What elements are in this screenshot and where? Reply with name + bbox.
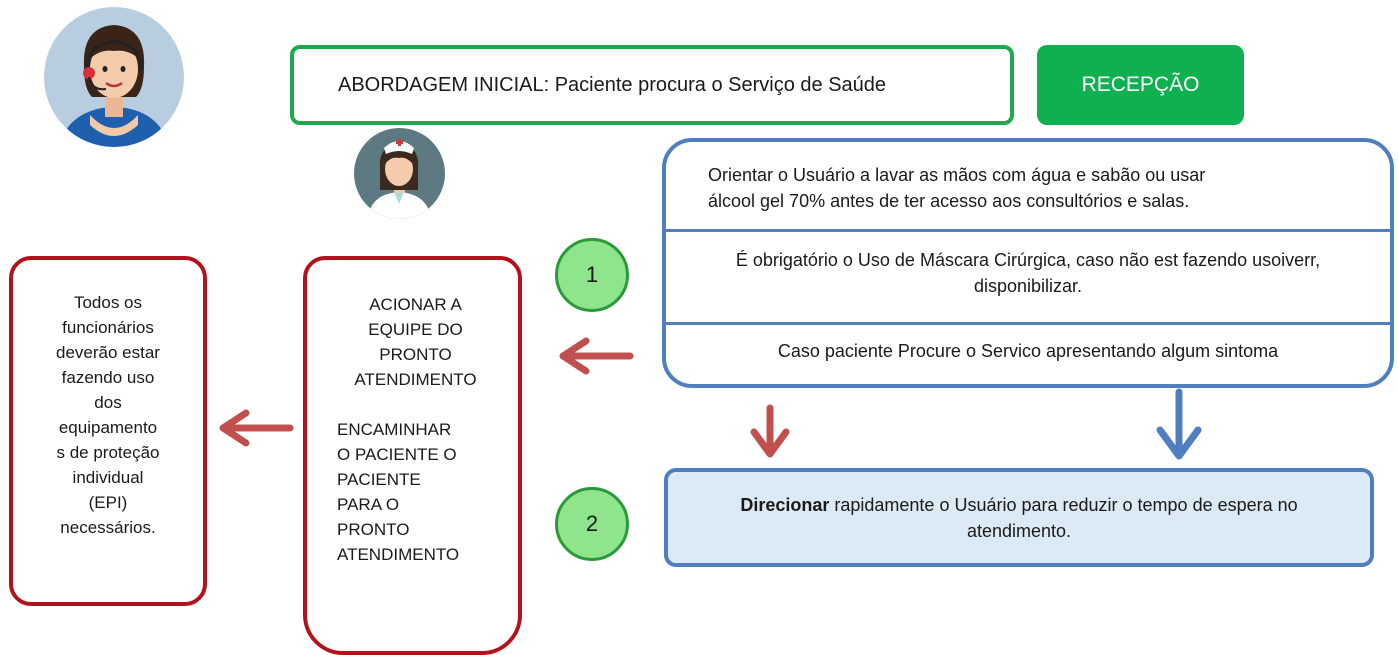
direct-bold: Direcionar: [740, 494, 830, 515]
encaminhar-line: PACIENTE: [337, 470, 421, 489]
todos-line: Todos os: [73, 293, 143, 312]
orientation-handwash: Orientar o Usuário a lavar as mãos com á…: [666, 162, 1390, 214]
receptionist-headset-icon: [44, 7, 184, 147]
orientation-line-1b: álcool gel 70% antes de ter acesso aos c…: [708, 191, 1190, 211]
arrow-left-to-acionar: [559, 337, 634, 375]
divider: [666, 229, 1390, 232]
acionar-line: EQUIPE DO: [368, 320, 463, 339]
direct-user-box: Direcionar rapidamente o Usuário para re…: [664, 468, 1374, 567]
todos-line: s de proteção: [56, 443, 160, 462]
arrow-down-blue: [1156, 388, 1202, 460]
nurse-icon: [354, 128, 445, 219]
encaminhar-line: PARA O: [337, 495, 400, 514]
orientation-box: Orientar o Usuário a lavar as mãos com á…: [662, 138, 1394, 388]
todos-line: necessários.: [60, 518, 156, 537]
orientation-symptoms: Caso paciente Procure o Servico apresent…: [777, 341, 1279, 361]
direct-text: Direcionar rapidamente o Usuário para re…: [708, 492, 1330, 544]
todos-line: dos: [94, 393, 122, 412]
encaminhar-line: ENCAMINHAR: [337, 420, 452, 439]
acionar-line: ACIONAR A: [369, 295, 462, 314]
acionar-line: PRONTO: [379, 345, 452, 364]
acionar-line: ATENDIMENTO: [354, 370, 477, 389]
epi-staff-box: Todos os funcionários deverão estar faze…: [9, 256, 207, 606]
encaminhar-line: O PACIENTE O: [337, 445, 457, 464]
reception-badge: RECEPÇÃO: [1037, 45, 1244, 125]
todos-line: equipamento: [58, 418, 158, 437]
step-2-circle: 2: [555, 487, 629, 561]
todos-line: funcionários: [62, 318, 154, 337]
direct-rest: rapidamente o Usuário para reduzir o tem…: [829, 494, 1298, 541]
arrow-left-to-epi: [219, 409, 294, 447]
encaminhar-line: ATENDIMENTO: [337, 545, 460, 564]
todos-line: individual: [72, 468, 144, 487]
header-title: ABORDAGEM INICIAL: Paciente procura o Se…: [338, 73, 887, 96]
step-1-circle: 1: [555, 238, 629, 312]
todos-line: (EPI): [88, 493, 128, 512]
header-initial-approach: ABORDAGEM INICIAL: Paciente procura o Se…: [290, 45, 1014, 125]
divider: [666, 322, 1390, 325]
todos-line: deverão estar: [56, 343, 160, 362]
orientation-line-1a: Orientar o Usuário a lavar as mãos com á…: [708, 165, 1206, 185]
encaminhar-line: PRONTO: [337, 520, 410, 539]
todos-line: fazendo uso: [61, 368, 155, 387]
arrow-down-red: [750, 404, 790, 458]
activate-emergency-team-box: ACIONAR A EQUIPE DO PRONTO ATENDIMENTO E…: [303, 256, 522, 655]
step-1-label: 1: [585, 262, 599, 287]
reception-badge-label: RECEPÇÃO: [1081, 73, 1200, 96]
step-2-label: 2: [585, 511, 599, 536]
orientation-mask: É obrigatório o Uso de Máscara Cirúrgica…: [735, 250, 1321, 296]
